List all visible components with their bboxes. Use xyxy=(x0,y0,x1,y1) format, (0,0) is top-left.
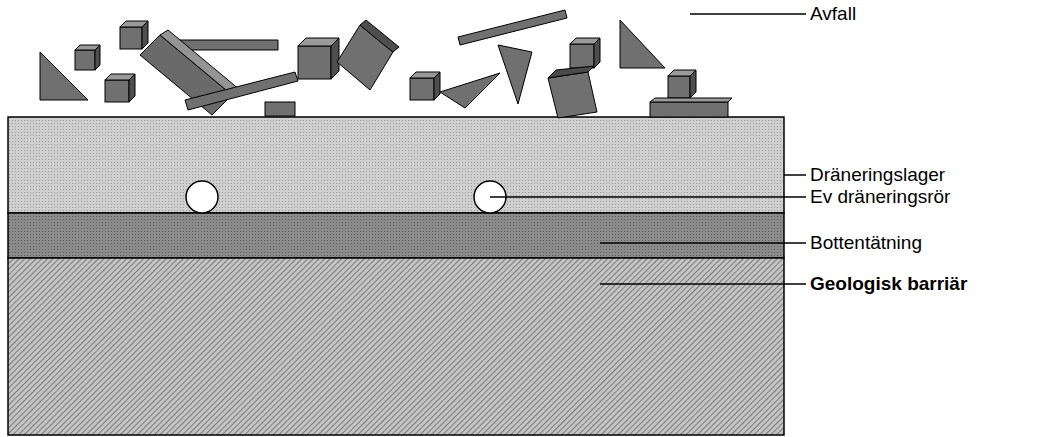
waste-cube xyxy=(548,72,597,118)
leader-lines xyxy=(490,14,806,284)
waste-triangle xyxy=(498,45,532,104)
waste-cube xyxy=(434,72,440,100)
waste-cube xyxy=(594,38,600,68)
waste-pieces xyxy=(40,10,732,118)
waste-cube xyxy=(690,70,696,98)
layer-label: Ev dräneringsrör xyxy=(810,186,950,208)
leader-line xyxy=(600,283,806,285)
waste-cube xyxy=(548,66,594,78)
leader-line xyxy=(490,196,806,198)
bottom-seal xyxy=(8,213,784,258)
leader-line xyxy=(600,242,806,244)
waste-cube xyxy=(129,74,135,102)
leader-line xyxy=(784,174,806,176)
waste-cube xyxy=(331,38,339,79)
waste-triangle xyxy=(620,20,665,68)
waste-cube xyxy=(570,44,594,68)
waste-box xyxy=(265,102,295,116)
waste-cube xyxy=(410,78,434,100)
waste-cube xyxy=(75,50,95,70)
waste-block xyxy=(160,30,240,95)
waste-cube xyxy=(298,46,331,79)
layer-label: Geologisk barriär xyxy=(810,273,967,295)
waste-cube xyxy=(360,20,399,52)
waste-cube xyxy=(95,45,100,70)
waste-triangle xyxy=(440,73,500,108)
waste-bar xyxy=(650,98,732,102)
leader-line xyxy=(690,13,806,15)
waste-cube xyxy=(142,21,148,49)
waste-bar xyxy=(650,102,728,117)
drain-pipe xyxy=(186,181,218,213)
layer-label: Dräneringslager xyxy=(810,164,945,186)
drainage-layer xyxy=(8,117,784,213)
waste-cube xyxy=(120,27,142,49)
waste-cube xyxy=(668,76,690,98)
waste-cube xyxy=(105,80,129,102)
layer-label: Bottentätning xyxy=(810,232,922,254)
layer-label: Avfall xyxy=(810,3,856,25)
waste-bar xyxy=(458,10,567,45)
